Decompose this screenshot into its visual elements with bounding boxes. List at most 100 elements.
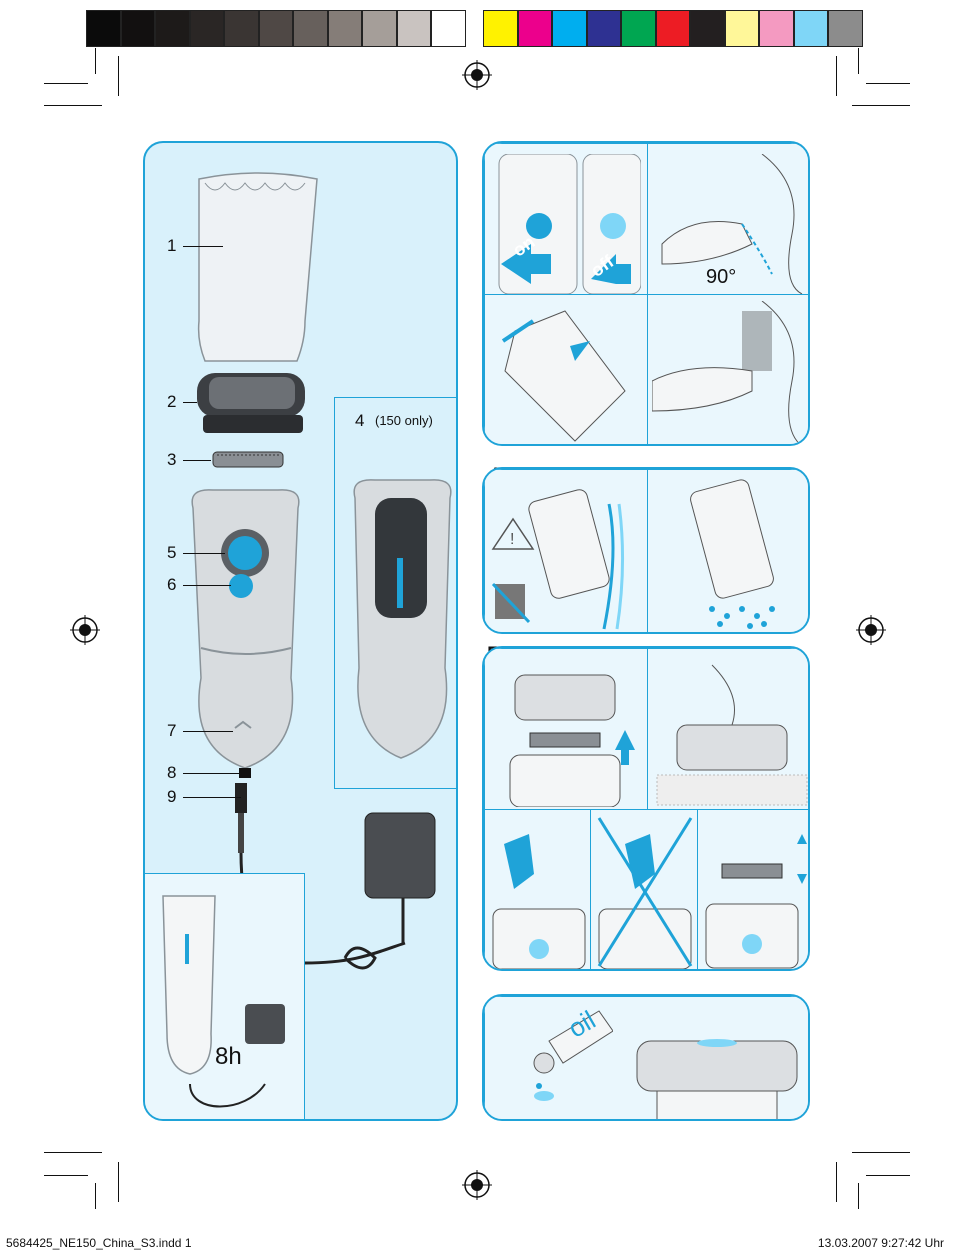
no-brush-foil-cell <box>590 809 698 969</box>
sideburn-illustration <box>652 301 801 444</box>
shaving-face-illustration <box>661 154 803 294</box>
color-swatch <box>517 10 552 47</box>
remove-foil-illustration <box>509 674 635 807</box>
part-label: 2 <box>167 392 177 411</box>
operating-panel: on off 90° <box>482 141 810 446</box>
model-150-subpanel <box>334 397 456 789</box>
part-label: 1 <box>167 236 177 255</box>
protection-cap-illustration <box>197 172 318 362</box>
part-label: 9 <box>167 787 177 806</box>
crop-mark <box>44 105 102 106</box>
tap-out-illustration <box>656 664 808 806</box>
gray-swatch <box>396 10 431 47</box>
gray-swatch <box>431 10 466 47</box>
crop-mark <box>852 105 910 106</box>
gray-swatch <box>224 10 259 47</box>
switch-on-off-cell: on off <box>484 143 648 295</box>
charging-scene <box>145 873 305 1119</box>
crop-mark <box>44 83 88 84</box>
footer-timestamp: 13.03.2007 9:27:42 Uhr <box>817 1236 944 1250</box>
part-leader-line <box>183 553 225 554</box>
gray-swatch <box>362 10 397 47</box>
registration-mark-icon <box>462 1170 492 1200</box>
part-label: 4 <box>355 411 365 430</box>
registration-mark-icon <box>70 615 100 645</box>
gray-swatch <box>258 10 293 47</box>
part-leader-line <box>183 460 211 461</box>
crop-mark <box>118 1162 119 1202</box>
crop-mark <box>852 1152 910 1153</box>
rinse-illustration: ! <box>491 489 625 630</box>
color-swatch <box>621 10 656 47</box>
part-label: 6 <box>167 575 177 594</box>
part-leader-line <box>183 402 197 403</box>
shaver-150-illustration <box>353 479 452 759</box>
part-leader-line <box>183 585 231 586</box>
crop-mark <box>95 1183 96 1209</box>
cleaning-water-panel: ! <box>482 467 810 634</box>
crop-mark <box>858 48 859 74</box>
replace-cutter-cell <box>697 809 808 969</box>
trimmer-illustration <box>501 310 626 442</box>
part-leader-line <box>183 246 223 247</box>
part-label: 7 <box>167 721 177 740</box>
registration-mark-icon <box>462 60 492 90</box>
gray-swatch <box>120 10 155 47</box>
oil-foil-cell <box>613 996 808 1119</box>
switch-illustration <box>498 154 641 294</box>
color-swatch <box>828 10 863 47</box>
gray-swatch <box>155 10 190 47</box>
shaver-body-illustration <box>191 489 300 778</box>
oil-foil-illustration <box>636 1039 798 1119</box>
parts-overview-panel: 1 2 3 4 (150 only) 5 6 7 8 9 8h <box>143 141 458 1121</box>
shaving-angle-cell: 90° <box>647 143 808 295</box>
crop-mark <box>858 1183 859 1209</box>
cutter-block-illustration <box>212 451 284 468</box>
drip-cell <box>647 469 808 632</box>
color-swatch <box>586 10 621 47</box>
drip-dry-illustration <box>690 479 775 629</box>
color-swatch <box>793 10 828 47</box>
svg-text:!: ! <box>510 531 514 548</box>
trimmer-cell <box>484 294 648 444</box>
crop-mark <box>44 1152 102 1153</box>
part-leader-line <box>183 773 241 774</box>
remove-foil-cell <box>484 648 648 810</box>
oiling-panel: oil <box>482 994 810 1121</box>
crop-mark <box>836 1162 837 1202</box>
sideburn-cell <box>647 294 808 444</box>
tap-out-cell <box>647 648 808 810</box>
color-swatch <box>483 10 518 47</box>
crop-mark <box>118 56 119 96</box>
no-brush-foil-illustration <box>597 817 693 969</box>
crop-mark <box>836 56 837 96</box>
part-label: 5 <box>167 543 177 562</box>
color-swatch <box>690 10 725 47</box>
crop-mark <box>44 1175 88 1176</box>
brush-frame-illustration <box>492 834 586 969</box>
color-swatch <box>655 10 690 47</box>
part-leader-line <box>183 797 241 798</box>
part-label: 3 <box>167 450 177 469</box>
gray-swatch <box>327 10 362 47</box>
cleaning-brush-panel <box>482 646 810 971</box>
footer-file-name: 5684425_NE150_China_S3.indd 1 <box>6 1236 192 1250</box>
gray-swatch <box>293 10 328 47</box>
registration-mark-icon <box>856 615 886 645</box>
angle-label: 90° <box>706 266 737 288</box>
oil-bottle-illustration <box>533 1010 613 1101</box>
oil-bottle-cell: oil <box>484 996 614 1119</box>
crop-mark <box>866 1175 910 1176</box>
rinse-cell: ! <box>484 469 648 632</box>
foil-frame-illustration <box>197 373 305 433</box>
brush-frame-cell <box>484 809 591 969</box>
gray-swatch <box>86 10 121 47</box>
color-swatch <box>724 10 759 47</box>
gray-swatch <box>189 10 224 47</box>
color-swatch <box>552 10 587 47</box>
crop-mark <box>866 83 910 84</box>
charging-shaver-illustration <box>162 895 285 1108</box>
color-swatch <box>759 10 794 47</box>
part-label: 8 <box>167 763 177 782</box>
part-leader-line <box>183 731 233 732</box>
